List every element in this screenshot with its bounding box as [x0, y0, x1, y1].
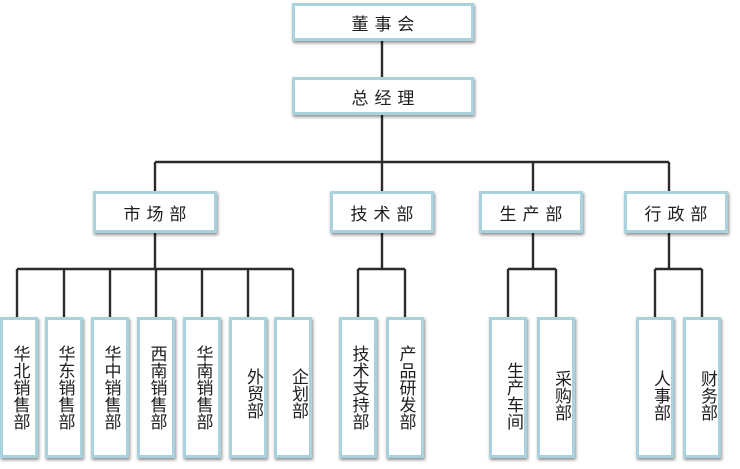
product-rd-node: 产品研发部 — [386, 317, 424, 458]
north-china-sales-node: 华北销售部 — [0, 317, 38, 458]
board-node: 董事会 — [292, 3, 474, 41]
finance-node: 财务部 — [683, 317, 721, 458]
central-china-sales-node: 华中销售部 — [91, 317, 129, 458]
purchasing-node: 采购部 — [537, 317, 575, 458]
workshop-node: 生产车间 — [489, 317, 527, 458]
east-china-sales-node: 华东销售部 — [45, 317, 83, 458]
tech-support-node: 技术支持部 — [339, 317, 377, 458]
south-china-sales-node: 华南销售部 — [183, 317, 221, 458]
dept-admin-node: 行政部 — [624, 191, 728, 233]
foreign-trade-node: 外贸部 — [229, 317, 267, 458]
hr-node: 人事部 — [636, 317, 674, 458]
southwest-sales-node: 西南销售部 — [137, 317, 175, 458]
planning-node: 企划部 — [274, 317, 312, 458]
dept-tech-node: 技术部 — [330, 191, 434, 233]
dept-production-node: 生产部 — [479, 191, 583, 233]
dept-marketing-node: 市场部 — [93, 191, 217, 233]
general-manager-node: 总经理 — [292, 77, 474, 115]
